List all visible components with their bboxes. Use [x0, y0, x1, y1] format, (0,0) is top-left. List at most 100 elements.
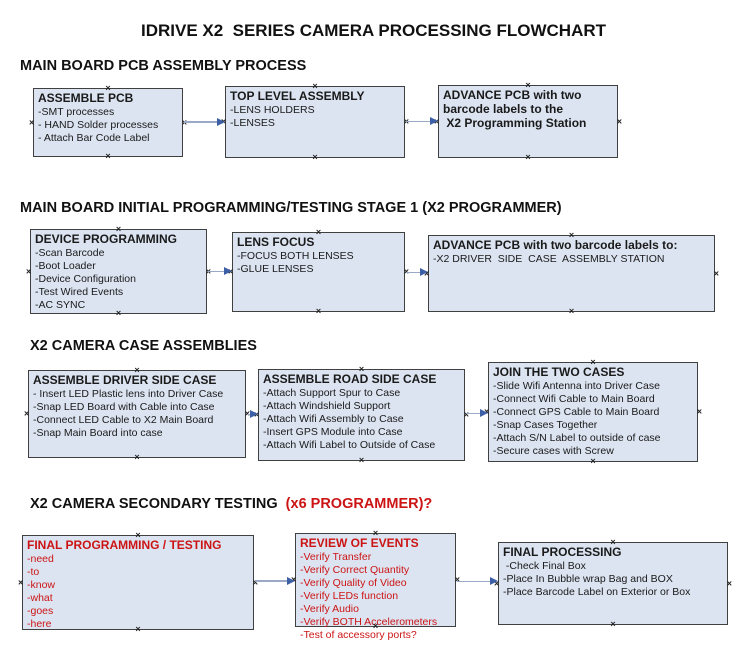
box-title: FINAL PROCESSING [503, 545, 622, 559]
box-item: -Secure cases with Screw [493, 445, 614, 457]
flow-arrow[interactable] [184, 117, 225, 127]
flow-box[interactable]: REVIEW OF EVENTS-Verify Transfer-Verify … [291, 529, 460, 642]
box-item: -goes [27, 605, 54, 617]
box-item: -LENS HOLDERS [230, 104, 315, 116]
flow-box[interactable]: DEVICE PROGRAMMING-Scan Barcode-Boot Loa… [26, 225, 211, 318]
flow-arrow[interactable] [208, 267, 232, 276]
connector-handle-icon: × [616, 116, 622, 126]
box-item: -GLUE LENSES [237, 263, 314, 275]
flow-arrow[interactable] [247, 410, 258, 419]
flow-box[interactable]: ASSEMBLE DRIVER SIDE CASE- Insert LED Pl… [24, 366, 250, 462]
flow-box[interactable]: ASSEMBLE ROAD SIDE CASE-Attach Support S… [254, 365, 469, 465]
box-title: ASSEMBLE ROAD SIDE CASE [263, 372, 437, 386]
box-title: LENS FOCUS [237, 235, 315, 249]
flow-arrow[interactable] [255, 576, 295, 586]
section-heading: X2 CAMERA SECONDARY TESTING (x6 PROGRAMM… [30, 496, 432, 512]
page-title: IDRIVE X2 SERIES CAMERA PROCESSING FLOWC… [140, 21, 607, 40]
box-item: -Attach Wifi Label to Outside of Case [263, 439, 436, 451]
section-heading-text: MAIN BOARD INITIAL PROGRAMMING/TESTING S… [20, 200, 562, 216]
box-item: -need [27, 553, 54, 565]
box-item: -X2 DRIVER SIDE CASE ASSEMBLY STATION [433, 253, 665, 265]
box-item: - HAND Solder processes [38, 119, 159, 131]
box-item: -Verify LEDs function [300, 590, 399, 602]
flow-box[interactable]: FINAL PROGRAMMING / TESTING-need-to-know… [18, 531, 258, 634]
connector-handle-icon: × [404, 267, 409, 277]
arrow-head-icon [480, 409, 488, 417]
section-heading: MAIN BOARD INITIAL PROGRAMMING/TESTING S… [20, 200, 562, 216]
arrow-head-icon [490, 577, 498, 586]
flow-arrow[interactable] [406, 117, 438, 126]
box-item: -Verify Correct Quantity [300, 564, 410, 576]
connector-handle-icon: × [590, 357, 596, 367]
arrow-head-icon [217, 117, 225, 126]
box-item: -Connect LED Cable to X2 Main Board [33, 414, 214, 426]
connector-handle-icon: × [115, 224, 122, 234]
box-item: -AC SYNC [35, 299, 86, 311]
arrow-head-icon [287, 576, 295, 585]
connector-handle-icon: × [610, 537, 616, 547]
arrow-head-icon [430, 117, 438, 126]
connector-handle-icon: × [105, 151, 111, 161]
box-item: -to [27, 566, 40, 578]
box-item: -SMT processes [38, 106, 115, 118]
box-title: ADVANCE PCB with two barcode labels to t… [443, 88, 587, 130]
connector-handle-icon: × [358, 364, 365, 374]
arrow-line [457, 580, 492, 583]
box-item: -Snap Main Board into case [33, 427, 163, 439]
box-title: ASSEMBLE DRIVER SIDE CASE [33, 373, 217, 387]
connector-handle-icon: × [245, 409, 250, 419]
flow-box[interactable]: ADVANCE PCB with two barcode labels to t… [434, 81, 622, 162]
box-item: -Place In Bubble wrap Bag and BOX [503, 573, 673, 585]
connector-handle-icon: × [115, 308, 122, 318]
box-item: - Attach Bar Code Label [38, 132, 150, 144]
arrow-line [406, 120, 432, 123]
box-item: -Place Barcode Label on Exterior or Box [503, 586, 691, 598]
connector-handle-icon: × [726, 578, 732, 588]
box-item: -Slide Wifi Antenna into Driver Case [493, 380, 660, 392]
box-item: -Attach S/N Label to outside of case [493, 432, 661, 444]
connector-handle-icon: × [590, 456, 596, 466]
connector-handle-icon: × [24, 408, 30, 419]
connector-handle-icon: × [696, 406, 702, 417]
connector-handle-icon: × [610, 619, 616, 629]
connector-handle-icon: × [315, 306, 322, 316]
arrow-line [466, 412, 482, 415]
box-item: -Snap LED Board with Cable into Case [33, 401, 215, 413]
connector-handle-icon: × [134, 365, 140, 375]
section-heading-text: MAIN BOARD PCB ASSEMBLY PROCESS [20, 58, 307, 74]
box-item: -Verify Transfer [300, 551, 372, 563]
box-item: - Insert LED Plastic lens into Driver Ca… [33, 388, 224, 400]
connector-handle-icon: × [315, 227, 322, 237]
box-title: FINAL PROGRAMMING / TESTING [27, 538, 222, 552]
flow-arrow[interactable] [466, 409, 488, 418]
flow-arrow[interactable] [457, 577, 498, 586]
arrow-head-icon [224, 267, 232, 276]
arrow-line [406, 271, 422, 274]
box-item: -Connect GPS Cable to Main Board [493, 406, 660, 418]
connector-handle-icon: × [26, 266, 32, 276]
box-item: -Boot Loader [35, 260, 96, 272]
flow-box[interactable]: TOP LEVEL ASSEMBLY-LENS HOLDERS-LENSES××… [221, 82, 409, 162]
connector-handle-icon: × [525, 80, 531, 90]
arrow-head-icon [250, 410, 258, 418]
connector-handle-icon: × [135, 624, 141, 634]
arrow-line [184, 121, 219, 123]
flow-box[interactable]: LENS FOCUS-FOCUS BOTH LENSES-GLUE LENSES… [228, 228, 409, 316]
flow-box[interactable]: JOIN THE TWO CASES-Slide Wifi Antenna in… [484, 358, 702, 466]
box-title: REVIEW OF EVENTS [300, 536, 419, 550]
connector-handle-icon: × [372, 621, 379, 631]
flow-box[interactable]: ASSEMBLE PCB-SMT processes- HAND Solder … [29, 84, 187, 161]
box-item: -Verify BOTH Accelerometers [300, 616, 438, 628]
connector-handle-icon: × [29, 117, 35, 127]
arrow-line [208, 270, 226, 273]
arrow-head-icon [420, 268, 428, 277]
connector-handle-icon: × [135, 530, 141, 540]
connector-handle-icon: × [713, 268, 719, 278]
flow-arrow[interactable] [406, 268, 428, 277]
box-title: JOIN THE TWO CASES [493, 365, 625, 379]
arrow-line [255, 580, 289, 582]
flow-box[interactable]: ADVANCE PCB with two barcode labels to:-… [424, 231, 719, 316]
box-item: -Scan Barcode [35, 247, 105, 259]
flow-box[interactable]: FINAL PROCESSING -Check Final Box-Place … [494, 538, 732, 629]
